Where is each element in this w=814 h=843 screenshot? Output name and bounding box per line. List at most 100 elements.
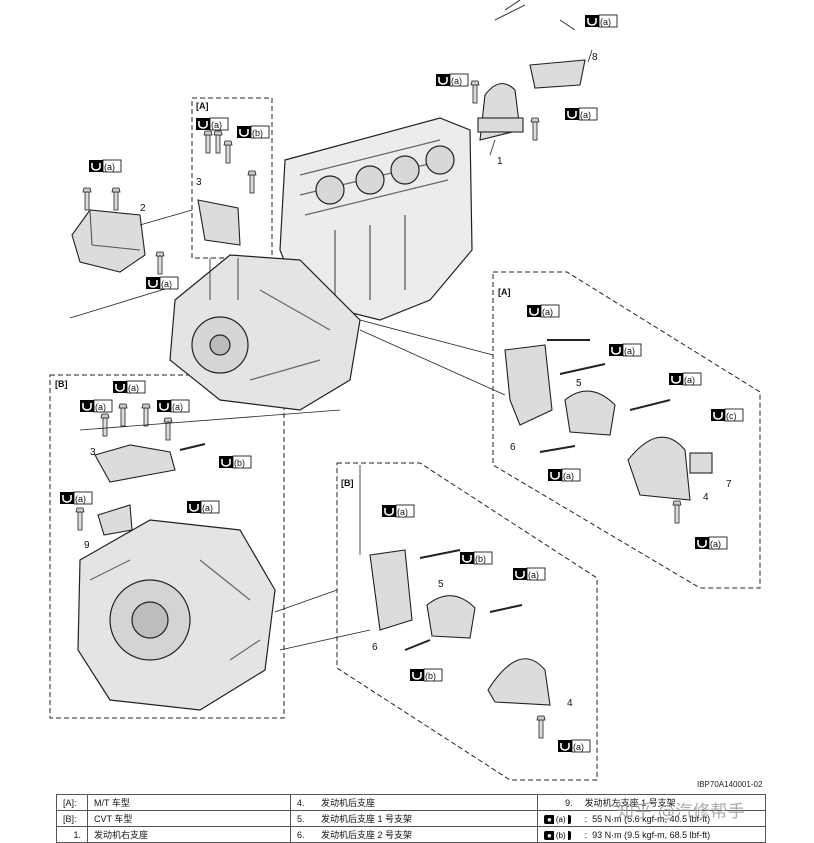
svg-text:(a): (a)	[710, 539, 721, 549]
torque-badge: (b)	[236, 125, 270, 139]
legend-table: [A]: M/T 车型 4. 发动机后支座 9. 发动机左支座 1 号支架 [B…	[56, 794, 766, 843]
svg-text:(a): (a)	[161, 279, 172, 289]
torque-badge: (a)	[694, 536, 728, 550]
legend-key: 9.	[536, 794, 579, 811]
mt-transmission	[169, 254, 361, 411]
svg-text:(a): (a)	[684, 375, 695, 385]
section-label-a-rear: [A]	[498, 287, 511, 297]
legend-key: ●(a)	[536, 810, 579, 827]
legend-value: : 93 N·m (9.5 kgf-m, 68.5 lbf-ft)	[578, 826, 766, 843]
torque-badge: (a)	[668, 372, 702, 386]
svg-text:(a): (a)	[563, 471, 574, 481]
svg-text:(a): (a)	[451, 76, 462, 86]
bracket-3-cvt	[94, 444, 176, 483]
torque-badge: (a)	[608, 343, 642, 357]
part-no-5-cvt: 5	[438, 579, 444, 590]
leader-lines	[69, 19, 593, 651]
torque-badge: (a)	[435, 73, 469, 87]
svg-text:(b): (b)	[425, 671, 436, 681]
part-no-4-mt: 4	[703, 492, 709, 503]
legend-row: [B]: CVT 车型 5. 发动机后支座 1 号支架 ●(a) : 55 N·…	[56, 810, 766, 827]
legend-value: 发动机后支座 1 号支架	[315, 810, 538, 827]
legend-value: M/T 车型	[87, 794, 291, 811]
part-no-4-cvt: 4	[567, 698, 573, 709]
section-label-b-rear: [B]	[341, 478, 354, 488]
torque-badge: (a)	[564, 107, 598, 121]
torque-badge: (a)	[112, 380, 146, 394]
left-mount-2	[71, 209, 146, 273]
svg-text:(a): (a)	[397, 507, 408, 517]
svg-text:(a): (a)	[580, 110, 591, 120]
section-label-a-top: [A]	[196, 101, 209, 111]
legend-value: CVT 车型	[87, 810, 291, 827]
part-no-9: 9	[84, 540, 90, 551]
svg-text:(a): (a)	[542, 307, 553, 317]
torque-b-icon: ●(b)	[544, 830, 571, 840]
part-no-6-cvt: 6	[372, 642, 378, 653]
legend-key: [B]:	[56, 810, 88, 827]
svg-text:(a): (a)	[528, 570, 539, 580]
torque-badge: (a)	[156, 399, 190, 413]
torque-a-icon: ●(a)	[544, 814, 571, 824]
svg-text:(a): (a)	[104, 162, 115, 172]
part-no-2: 2	[140, 203, 146, 214]
torque-badge: (a)	[584, 14, 618, 28]
svg-text:(b): (b)	[234, 458, 245, 468]
svg-text:(a): (a)	[600, 17, 611, 27]
svg-text:(a): (a)	[624, 346, 635, 356]
part-no-6-mt: 6	[510, 442, 516, 453]
torque-badge: (b)	[218, 455, 252, 469]
svg-text:(a): (a)	[202, 503, 213, 513]
part-no-3-mt: 3	[196, 177, 202, 188]
legend-value: 发动机后支座	[315, 794, 538, 811]
legend-row: 1. 发动机右支座 6. 发动机后支座 2 号支架 ●(b) : 93 N·m …	[56, 826, 766, 843]
figure-code: IBP70A140001-02	[697, 780, 763, 789]
section-box-rear-cvt	[336, 462, 598, 781]
torque-badge: (a)	[79, 399, 113, 413]
torque-badge: (a)	[59, 491, 93, 505]
torque-badge: (a)	[381, 504, 415, 518]
engine-block	[279, 117, 473, 321]
part-no-5-mt: 5	[576, 378, 582, 389]
svg-text:(a): (a)	[95, 402, 106, 412]
section-label-b-left: [B]	[55, 379, 68, 389]
legend-key: [A]:	[56, 794, 88, 811]
torque-badge: (a)	[526, 304, 560, 318]
svg-text:(a): (a)	[172, 402, 183, 412]
torque-badge: (a)	[88, 159, 122, 173]
bracket-8	[529, 59, 586, 89]
torque-badge: (a)	[145, 276, 179, 290]
part-no-3-cvt: 3	[90, 447, 96, 458]
torque-badge: (b)	[409, 668, 443, 682]
svg-text:(a): (a)	[573, 742, 584, 752]
part-no-7: 7	[726, 479, 732, 490]
legend-key: 4.	[290, 794, 315, 811]
torque-badge: (a)	[186, 500, 220, 514]
part-no-8: 8	[592, 52, 598, 63]
svg-text:(a): (a)	[75, 494, 86, 504]
torque-badge: (a)	[557, 739, 591, 753]
part-no-1: 1	[497, 156, 503, 167]
bracket-9	[97, 504, 133, 536]
svg-text:(a): (a)	[128, 383, 139, 393]
svg-text:(a): (a)	[211, 120, 222, 130]
rear-mt-mounts	[504, 344, 713, 501]
legend-value: 发动机右支座	[87, 826, 291, 843]
torque-badge: (b)	[459, 551, 493, 565]
legend-key: 6.	[290, 826, 315, 843]
legend-key: 1.	[56, 826, 88, 843]
svg-text:(c): (c)	[726, 411, 737, 421]
torque-badge: (a)	[195, 117, 229, 131]
torque-badge: (c)	[710, 408, 744, 422]
torque-badge: (a)	[512, 567, 546, 581]
engine-mount-diagram: [A] [B] [A] [B]	[49, 0, 761, 781]
svg-text:(b): (b)	[475, 554, 486, 564]
legend-key: ●(b)	[536, 826, 579, 843]
bracket-3-mt	[197, 199, 241, 246]
right-mount-1	[477, 0, 526, 141]
legend-value: 发动机后支座 2 号支架	[315, 826, 538, 843]
cvt-transmission	[77, 519, 276, 711]
torque-badge: (a)	[547, 468, 581, 482]
rear-cvt-mounts	[369, 549, 551, 706]
section-box-rear-mt	[492, 271, 761, 589]
